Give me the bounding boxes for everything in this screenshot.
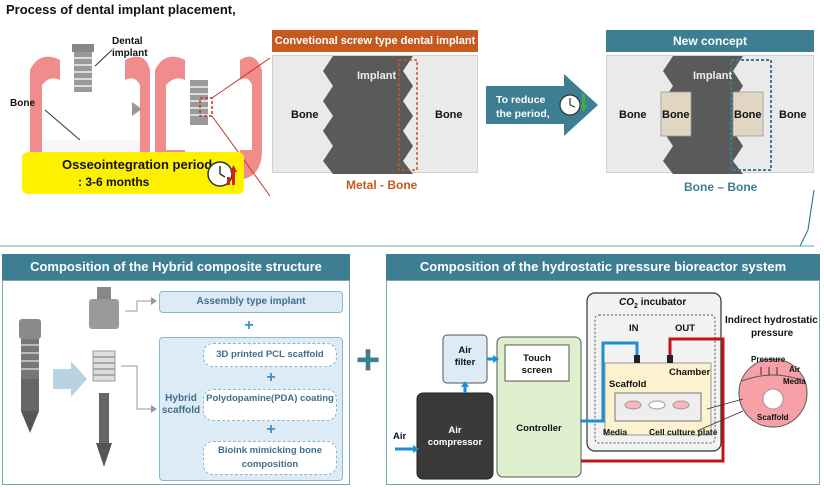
clock-up-icon xyxy=(207,161,237,187)
tooth-illustration xyxy=(30,44,270,197)
circle-media: Media xyxy=(783,377,806,386)
new-bone-outer-right: Bone xyxy=(779,109,807,121)
incubator-prefix: C xyxy=(619,297,627,308)
hybrid-panel: Assembly type implant + Hybrid scaffold … xyxy=(2,280,350,485)
section-connector xyxy=(0,190,815,247)
circle-pressure: Pressure xyxy=(751,355,786,364)
incubator-sub: O xyxy=(626,297,635,308)
new-concept-diagram xyxy=(660,56,772,174)
bone-label: Bone xyxy=(10,98,35,109)
implant-cap xyxy=(72,44,94,52)
new-implant: Implant xyxy=(693,70,733,82)
incubator-suffix: incubator xyxy=(637,297,687,308)
new-bone-inner-left: Bone xyxy=(662,109,690,121)
controller-label: Controller xyxy=(516,423,562,434)
scaffold-label: Scaffold xyxy=(609,379,647,390)
hybrid-plus-2: + xyxy=(266,369,276,386)
osseointegration-box: Osseointegration period : 3-6 months xyxy=(22,152,244,194)
pda-box: Polydopamine(PDA) coating xyxy=(203,389,337,421)
chamber-label: Chamber xyxy=(669,367,711,378)
incubator-subscript: 2 xyxy=(634,303,638,310)
air-in-label: Air xyxy=(393,431,407,442)
conv-bone-left: Bone xyxy=(291,109,319,121)
conv-implant: Implant xyxy=(357,70,397,82)
indirect-line2: pressure xyxy=(751,328,794,339)
reduce-line1: To reduce xyxy=(496,94,546,106)
touch-screen-label: Touch screen xyxy=(521,353,553,376)
indirect-line1: Indirect hydrostatic xyxy=(725,315,818,326)
conv-bone-right: Bone xyxy=(435,109,463,121)
osseo-line2: : 3-6 months xyxy=(78,175,150,189)
hybrid-scaffold-label: Hybrid scaffold xyxy=(161,393,201,416)
circle-air: Air xyxy=(789,365,801,374)
new-concept-header: New concept xyxy=(606,30,814,52)
hybrid-plus-1: + xyxy=(244,317,254,334)
bioreactor-panel: CO2 incubator IN OUT Chamber Scaffold Me… xyxy=(386,280,820,485)
reduce-line2: the period, xyxy=(496,108,550,120)
conventional-header: Convetional screw type dental implant xyxy=(272,30,478,52)
air-filter-label: Air filter xyxy=(454,345,476,368)
bioreactor-header: Composition of the hydrostatic pressure … xyxy=(386,254,820,280)
pcl-box: 3D printed PCL scaffold xyxy=(203,343,337,367)
conventional-diagram xyxy=(323,56,418,174)
big-plus: + xyxy=(355,336,381,383)
new-concept-panel: Bone Implant Bone Bone Bone xyxy=(606,55,814,174)
in-label: IN xyxy=(629,323,639,334)
conventional-panel: Bone Implant Bone xyxy=(272,55,478,174)
plate-label: Cell culture plate xyxy=(649,427,718,437)
air-compressor-label: Air compressor xyxy=(427,425,483,448)
new-bone-outer-left: Bone xyxy=(619,109,647,121)
page-title: Process of dental implant placement, xyxy=(6,2,236,17)
circle-scaffold: Scaffold xyxy=(757,413,789,422)
assembly-box: Assembly type implant xyxy=(159,291,343,313)
hybrid-implant-diagram xyxy=(19,287,157,467)
hybrid-plus-3: + xyxy=(266,421,276,438)
incubator-label: CO2 incubator xyxy=(619,297,686,310)
bioink-box: Bioink mimicking bone composition xyxy=(203,441,337,475)
media-label: Media xyxy=(603,427,628,437)
bioreactor-diagram xyxy=(395,292,808,480)
metal-bone-label: Metal - Bone xyxy=(346,178,418,192)
dental-implant-label: Dental implant xyxy=(112,36,148,59)
reduce-arrow xyxy=(486,74,598,136)
bone-bone-label: Bone – Bone xyxy=(684,180,758,194)
out-label: OUT xyxy=(675,323,696,334)
hybrid-header: Composition of the Hybrid composite stru… xyxy=(2,254,350,280)
osseo-line1: Osseointegration period xyxy=(62,157,213,172)
new-bone-inner-right: Bone xyxy=(734,109,762,121)
